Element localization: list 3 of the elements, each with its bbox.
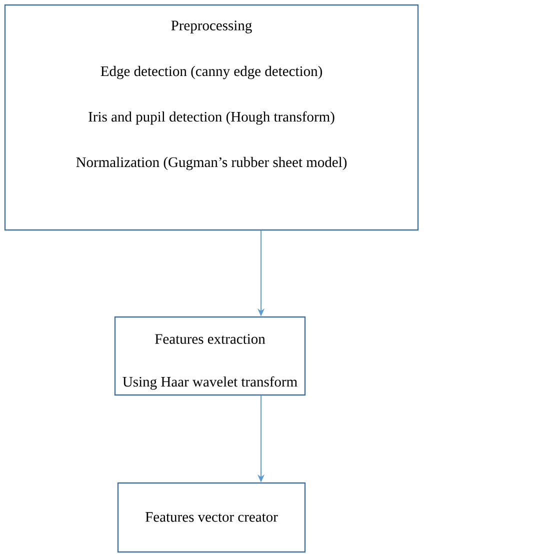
process-box: Features vector creator — [117, 482, 306, 553]
process-box: Features extraction Using Haar wavelet transform — [114, 316, 306, 396]
process-box: Preprocessing Edge detection (canny edge detection) Iris and pupil detection (Hough transform) Normalization (Gugman’s rubber sheet model) — [4, 4, 419, 231]
